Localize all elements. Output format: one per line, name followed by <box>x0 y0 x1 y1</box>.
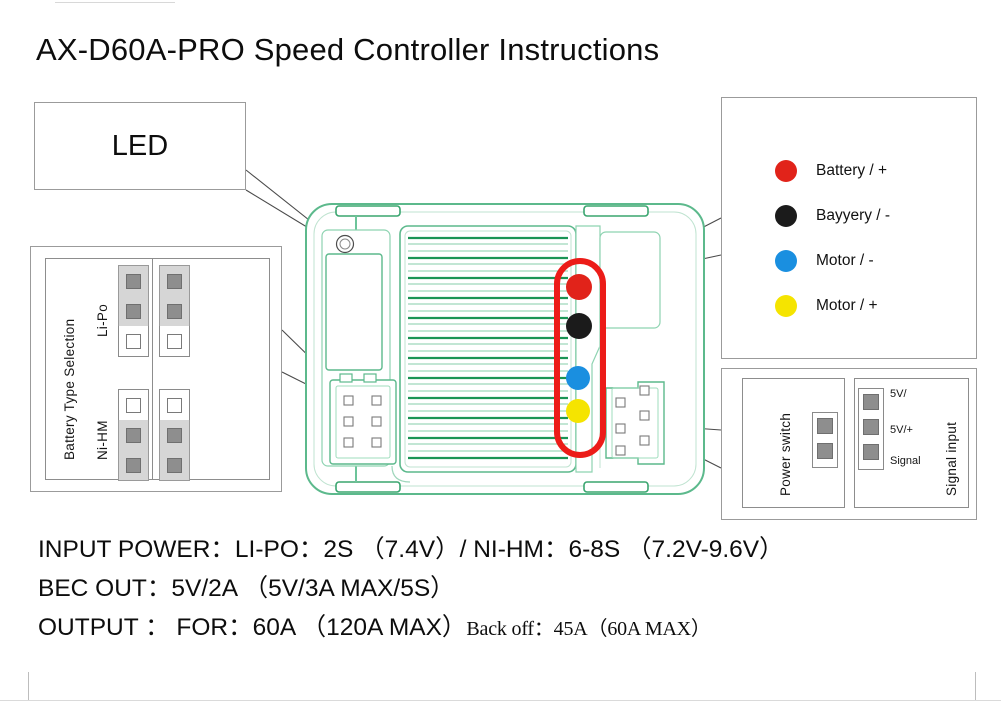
jumper-pad[interactable] <box>160 390 189 420</box>
jumper-pad[interactable] <box>119 450 148 480</box>
legend-label-motor-positive: Motor / + <box>816 296 878 314</box>
power-switch-connector[interactable] <box>812 412 838 468</box>
power-switch-pin[interactable] <box>813 413 837 438</box>
jumper-nihm-column-b[interactable] <box>159 389 190 481</box>
page-title: AX-D60A-PRO Speed Controller Instruction… <box>36 32 660 67</box>
battery-negative-dot-icon <box>775 204 797 227</box>
page-crop-mark-bottom-left <box>28 672 59 701</box>
signal-pin-label-5v: 5V/ <box>890 388 907 400</box>
power-switch-label: Power switch <box>778 412 793 496</box>
terminal-legend-box <box>721 97 977 359</box>
jumper-nihm-column-a[interactable] <box>118 389 149 481</box>
device-dot-motor-negative <box>566 366 590 390</box>
jumper-pad[interactable] <box>119 326 148 356</box>
battery-type-inner-frame <box>45 258 270 480</box>
led-callout-box <box>34 102 246 190</box>
power-switch-frame <box>742 378 845 508</box>
signal-pin-label-signal: Signal <box>890 455 921 467</box>
jumper-pad[interactable] <box>119 266 148 296</box>
led-label: LED <box>111 129 169 162</box>
esc-device-drawing <box>300 196 710 502</box>
legend-item-motor-positive: Motor / + <box>775 283 975 328</box>
jumper-pad[interactable] <box>160 266 189 296</box>
signal-input-pin[interactable] <box>859 389 883 414</box>
legend-item-battery-negative: Bayyery / - <box>775 193 975 238</box>
jumper-pad[interactable] <box>160 420 189 450</box>
specifications: INPUT POWER：LI-PO：2S （7.4V）/ NI-HM：6-8S … <box>38 530 968 649</box>
jumper-lipo-column-b[interactable] <box>159 265 190 357</box>
terminal-highlight <box>554 258 606 458</box>
jumper-pad[interactable] <box>119 390 148 420</box>
legend-label-motor-negative: Motor / - <box>816 251 874 269</box>
signal-input-pin[interactable] <box>859 414 883 439</box>
signal-input-label: Signal input <box>944 421 959 496</box>
power-switch-pin[interactable] <box>813 438 837 463</box>
jumper-pad[interactable] <box>119 296 148 326</box>
spec-output: OUTPUT ： FOR：60A （120A MAX）Back off：45A（… <box>38 608 968 649</box>
legend-item-battery-positive: Battery / + <box>775 148 975 193</box>
page-crop-mark-bottom-right <box>945 672 976 701</box>
signal-pin-label-5v-plus: 5V/+ <box>890 424 913 436</box>
device-dot-battery-negative <box>566 313 592 339</box>
battery-type-option-nihm: Ni-HM <box>95 420 110 460</box>
device-dot-battery-positive <box>566 274 592 300</box>
spec-output-backoff: Back off：45A（60A MAX） <box>466 618 711 640</box>
battery-positive-dot-icon <box>775 159 797 182</box>
spec-bec-out: BEC OUT：5V/2A （5V/3A MAX/5S） <box>38 575 455 602</box>
jumper-pad[interactable] <box>160 326 189 356</box>
terminal-legend-list: Battery / + Bayyery / - Motor / - Motor … <box>775 148 975 328</box>
motor-negative-dot-icon <box>775 249 797 272</box>
page-crop-mark-top <box>55 2 175 3</box>
jumper-pad[interactable] <box>160 296 189 326</box>
legend-item-motor-negative: Motor / - <box>775 238 975 283</box>
battery-type-option-lipo: Li-Po <box>95 303 110 337</box>
jumper-pad[interactable] <box>160 450 189 480</box>
legend-label-battery-negative: Bayyery / - <box>816 206 891 224</box>
jumper-lipo-column-a[interactable] <box>118 265 149 357</box>
legend-label-battery-positive: Battery / + <box>816 161 888 179</box>
motor-positive-dot-icon <box>775 294 797 317</box>
page-bottom-rule <box>0 700 1001 701</box>
device-dot-motor-positive <box>566 399 590 423</box>
signal-input-pin[interactable] <box>859 439 883 464</box>
spec-input-power: INPUT POWER：LI-PO：2S （7.4V）/ NI-HM：6-8S … <box>38 536 784 563</box>
battery-type-title: Battery Type Selection <box>62 318 77 460</box>
spec-output-forward: OUTPUT ： FOR：60A （120A MAX） <box>38 614 467 641</box>
jumper-pad[interactable] <box>119 420 148 450</box>
signal-input-connector[interactable] <box>858 388 884 470</box>
battery-type-divider <box>152 258 153 480</box>
